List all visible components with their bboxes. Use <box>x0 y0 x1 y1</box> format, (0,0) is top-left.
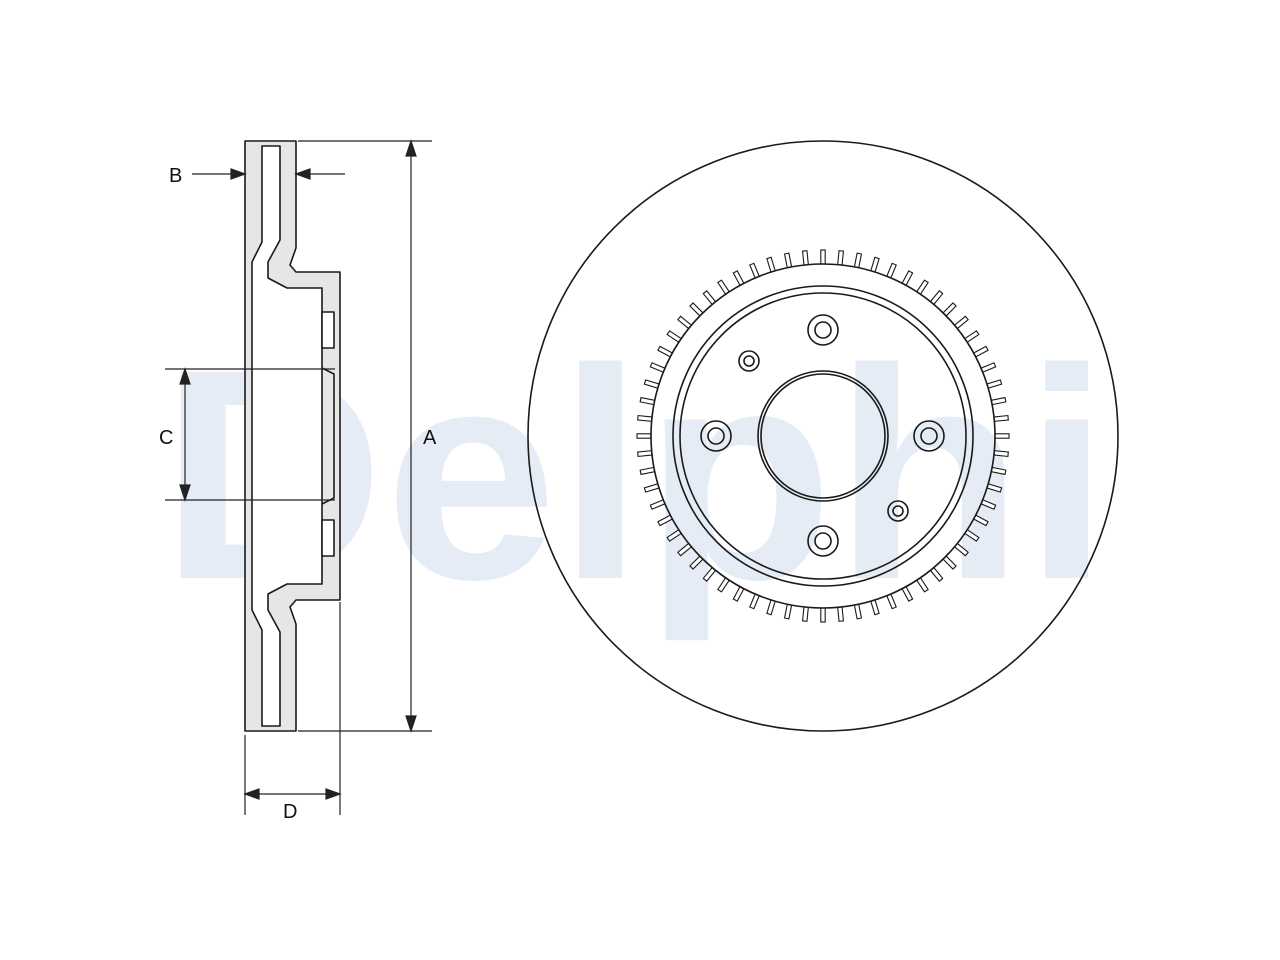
vent-slot <box>636 433 652 439</box>
dim-d-arrow-left <box>243 788 260 800</box>
vent-slot <box>993 414 1009 422</box>
vent-slot <box>870 256 880 273</box>
brake-disc-front-view <box>527 140 1119 732</box>
hub-hat-inner <box>679 292 967 580</box>
vent-slot <box>801 606 809 622</box>
hub-notch-lower <box>321 519 335 557</box>
vent-slot <box>749 262 760 279</box>
vent-ring-inner-edge <box>650 263 996 609</box>
wheel-bolt-hole-left <box>700 420 732 452</box>
dim-d-arrow-right <box>325 788 342 800</box>
vent-slot <box>993 450 1009 458</box>
vent-slot <box>901 270 914 287</box>
dim-a-arrow-top <box>405 139 417 157</box>
vent-slot <box>820 249 826 265</box>
dim-label-a: A <box>423 427 437 449</box>
dim-c-arrow-top <box>179 367 191 385</box>
dim-b-arrow-right <box>294 168 311 180</box>
dim-label-b: B <box>169 165 182 187</box>
disc-outer-edge <box>527 140 1119 732</box>
vent-slot <box>853 252 863 269</box>
cooling-channel-outline <box>251 145 323 727</box>
center-bore-edge <box>321 367 335 505</box>
hub-notch-upper <box>321 311 335 349</box>
vent-slot <box>886 262 897 279</box>
dimension-lines <box>165 139 432 815</box>
brake-disc-cross-section <box>244 140 341 732</box>
dim-c-arrow-bottom <box>179 484 191 502</box>
wheel-bolt-hole-right <box>913 420 945 452</box>
vent-slot <box>732 270 745 287</box>
locating-hole-upper-left <box>738 350 760 372</box>
dim-label-d: D <box>283 801 297 823</box>
vent-slot <box>637 414 653 422</box>
dim-b-arrow-left <box>230 168 247 180</box>
hub-hat-outer <box>672 285 974 587</box>
dim-a-arrow-bottom <box>405 715 417 733</box>
vent-slot <box>994 433 1010 439</box>
vent-slot <box>820 607 826 623</box>
dim-label-c: C <box>159 427 173 449</box>
wheel-bolt-hole-bottom <box>807 525 839 557</box>
center-bore-chamfer <box>760 373 886 499</box>
vent-slot <box>801 250 809 266</box>
center-bore <box>757 370 889 502</box>
wheel-bolt-hole-top <box>807 314 839 346</box>
vent-slot <box>783 252 793 269</box>
vent-slot <box>766 256 776 273</box>
vent-slot <box>637 450 653 458</box>
vent-slot <box>837 250 845 266</box>
vent-slot <box>837 606 845 622</box>
locating-hole-lower-right <box>887 500 909 522</box>
